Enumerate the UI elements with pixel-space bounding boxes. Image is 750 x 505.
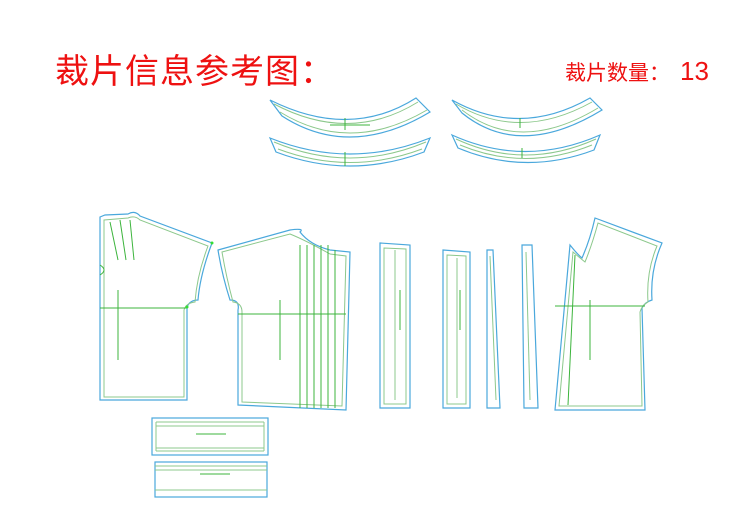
collar-piece-2	[268, 136, 432, 167]
band-piece-2	[154, 461, 268, 498]
piece-count: 裁片数量： 13	[565, 56, 709, 87]
collar-piece-3	[451, 97, 603, 137]
front-bodice-right-piece	[554, 217, 663, 411]
front-bodice-pleated-piece	[217, 228, 351, 411]
strip-piece-3	[486, 249, 501, 409]
band-piece-1	[151, 417, 269, 456]
piece-count-label: 裁片数量：	[565, 61, 670, 85]
collar-piece-1	[269, 97, 431, 138]
page-title: 裁片信息参考图：	[55, 52, 335, 92]
strip-piece-2	[442, 249, 471, 409]
strip-piece-4	[521, 244, 539, 409]
collar-piece-4	[450, 133, 602, 164]
back-bodice-piece	[99, 211, 214, 401]
piece-count-value: 13	[680, 56, 709, 86]
strip-piece-1	[379, 242, 411, 409]
